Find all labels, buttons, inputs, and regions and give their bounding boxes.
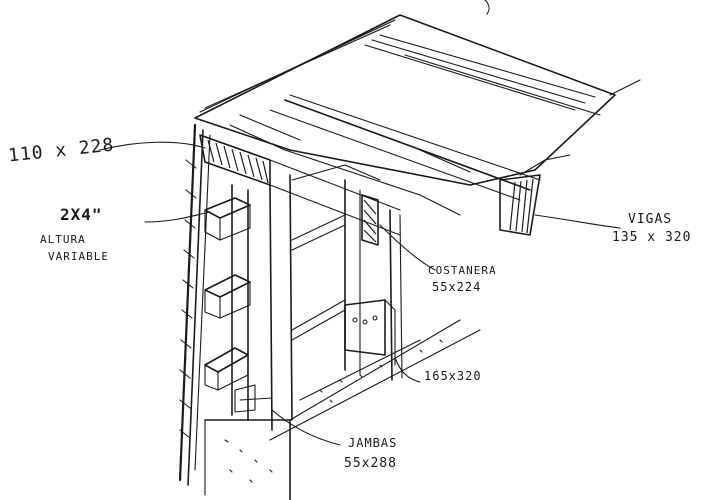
corner-mark xyxy=(484,0,490,15)
footing xyxy=(204,319,481,500)
label-altura: ALTURA xyxy=(40,233,86,246)
label-costanera-dim: 55x224 xyxy=(432,280,482,294)
corner-post xyxy=(178,123,293,486)
label-variable: VARIABLE xyxy=(48,250,109,263)
label-vigas: VIGAS xyxy=(628,212,673,227)
label-costanera: COSTANERA xyxy=(428,264,497,277)
right-beam xyxy=(499,174,541,236)
label-jambas: JAMBAS xyxy=(348,436,398,450)
label-jambas-dim: 55x288 xyxy=(344,456,397,471)
leader-lines xyxy=(99,141,621,446)
label-stud-2x4: 2X4" xyxy=(60,205,103,224)
label-post-165: 165x320 xyxy=(424,369,482,383)
costanera xyxy=(361,194,379,246)
stud-blocks xyxy=(204,197,251,391)
front-beam xyxy=(199,134,401,236)
post-base xyxy=(344,299,396,366)
label-vigas-dim: 135 x 320 xyxy=(612,230,692,245)
inner-wall xyxy=(291,164,403,381)
roof-deck xyxy=(194,14,641,216)
